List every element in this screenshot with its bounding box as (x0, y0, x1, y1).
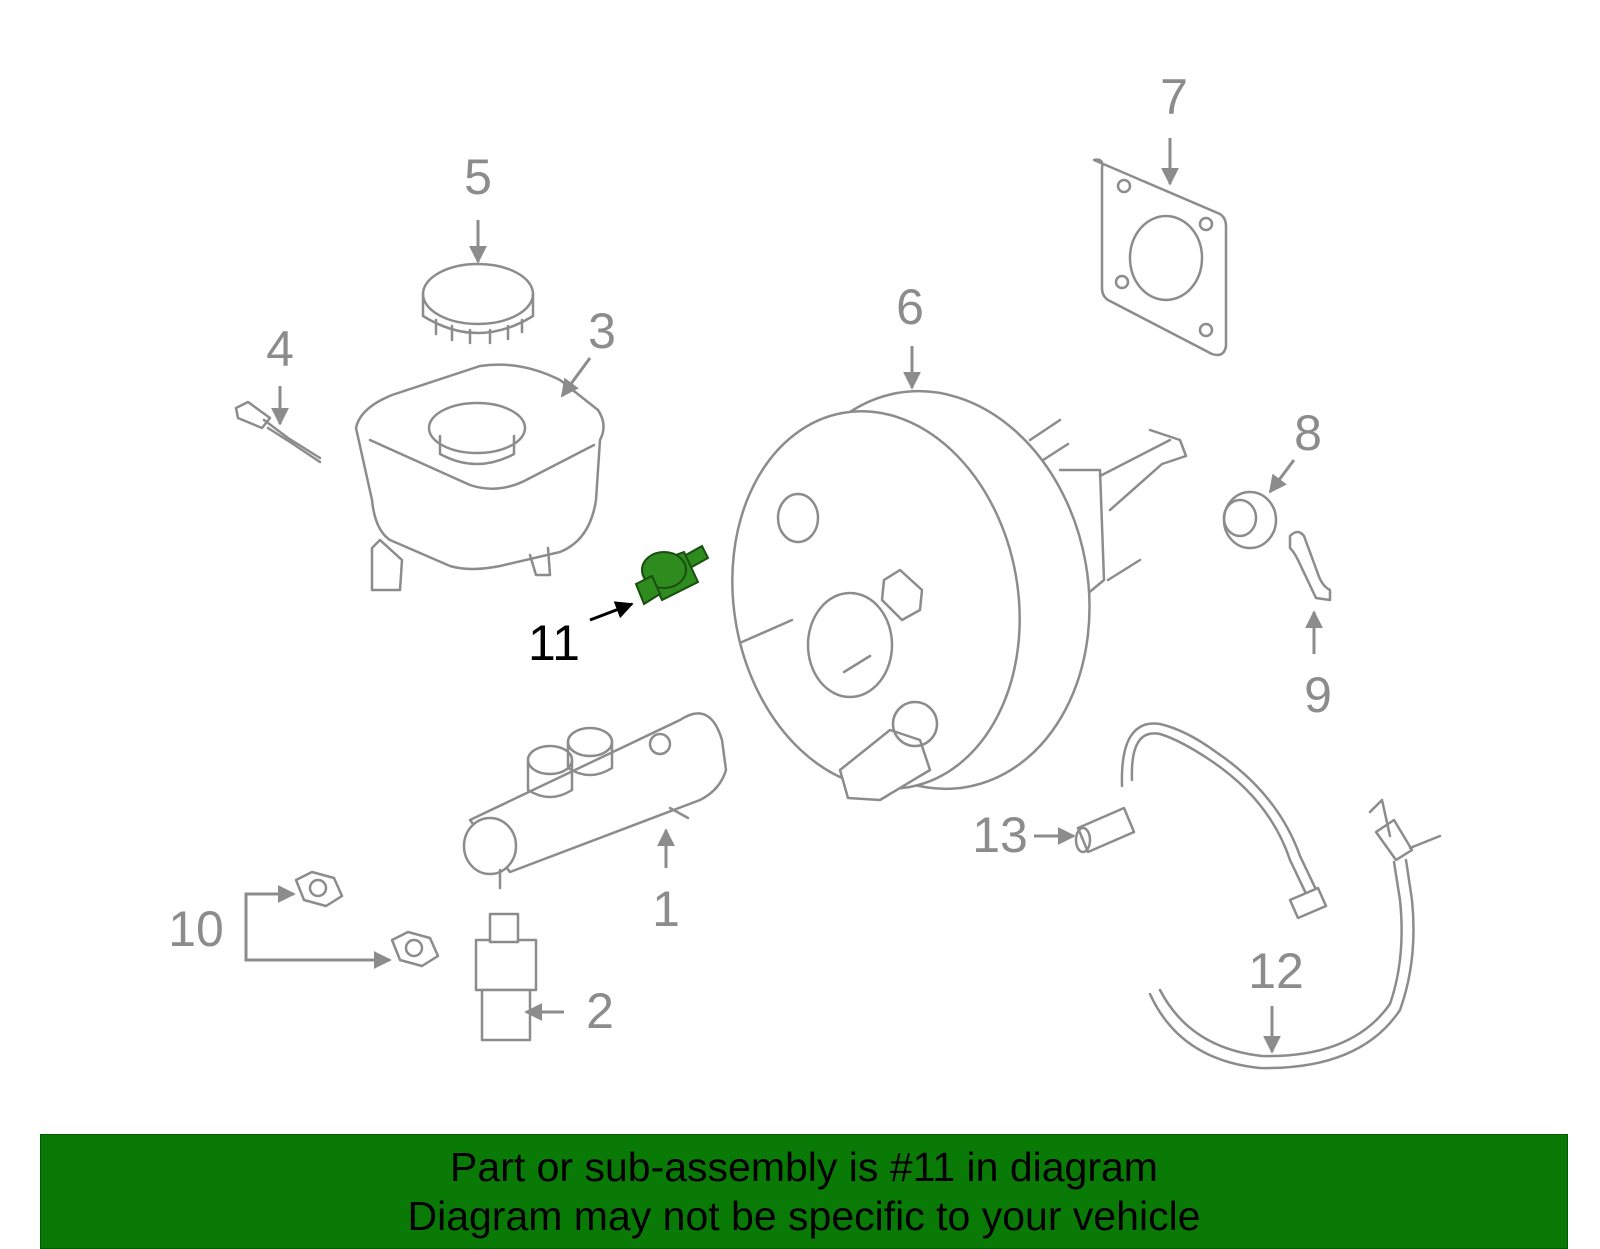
banner-part-message: Part or sub-assembly is #11 in diagram (450, 1143, 1158, 1190)
callout-11-arrow (589, 601, 634, 622)
part-6-brake-booster[interactable] (703, 366, 1188, 814)
callout-8-arrow (1268, 459, 1296, 494)
info-banner: Part or sub-assembly is #11 in diagram D… (40, 1134, 1568, 1249)
banner-disclaimer: Diagram may not be specific to your vehi… (407, 1192, 1201, 1239)
part-12-vacuum-hose[interactable] (1148, 798, 1442, 1070)
part-9-clip[interactable] (1288, 530, 1332, 602)
callout-7[interactable]: 7 (1160, 69, 1188, 125)
callout-1[interactable]: 1 (652, 881, 680, 937)
callout-2[interactable]: 2 (586, 983, 614, 1039)
callout-4[interactable]: 4 (266, 321, 294, 377)
callout-9[interactable]: 9 (1304, 667, 1332, 723)
part-8-grommet[interactable] (1222, 490, 1278, 550)
part-4-level-sensor[interactable] (234, 400, 322, 464)
callout-5[interactable]: 5 (464, 149, 492, 205)
part-10-nuts[interactable] (294, 870, 440, 968)
callout-8[interactable]: 8 (1294, 405, 1322, 461)
part-7-gasket[interactable] (1092, 158, 1228, 357)
part-13-hose-fitting[interactable] (1074, 806, 1136, 854)
callout-10-bracket (244, 892, 386, 962)
callout-6[interactable]: 6 (896, 279, 924, 335)
part-1-master-cylinder[interactable] (462, 712, 728, 890)
callout-3[interactable]: 3 (588, 303, 616, 359)
callout-13[interactable]: 13 (972, 807, 1028, 863)
part-11-check-valve[interactable] (634, 544, 710, 606)
callout-11[interactable]: 11 (528, 615, 580, 671)
part-2-pressure-switch[interactable] (474, 912, 538, 1042)
vacuum-hose-upper[interactable] (1120, 722, 1328, 920)
part-3-fluid-reservoir[interactable] (354, 363, 605, 592)
callout-12[interactable]: 12 (1248, 943, 1304, 999)
callout-10[interactable]: 10 (168, 901, 224, 957)
part-5-reservoir-cap[interactable] (421, 262, 535, 345)
callout-3-arrow (560, 357, 592, 398)
